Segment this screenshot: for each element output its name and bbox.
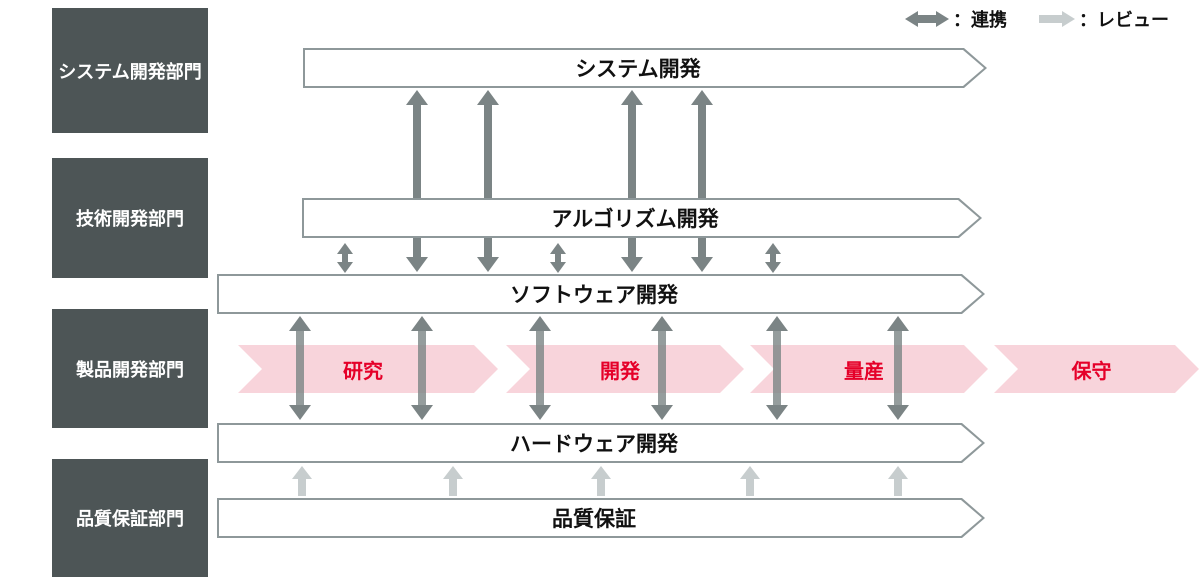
bar-label: システム開発 xyxy=(575,58,701,81)
phase-label: 保守 xyxy=(1071,360,1112,383)
phase-maintenance: 保守 xyxy=(994,345,1199,393)
collaboration-arrow xyxy=(765,243,781,273)
phase-mass-production: 量産 xyxy=(750,345,988,393)
collaboration-arrow xyxy=(621,90,643,272)
phase-label: 開発 xyxy=(600,360,640,383)
review-arrow xyxy=(443,466,463,496)
phase-label: 研究 xyxy=(343,360,383,383)
bar-label: 品質保証 xyxy=(552,508,636,531)
dept-label: 製品開発部門 xyxy=(76,359,184,380)
collaboration-arrow xyxy=(406,90,428,272)
bar-algorithm-development: アルゴリズム開発 xyxy=(302,198,982,238)
legend: ：連携 ：レビュー xyxy=(905,6,1169,32)
phase-development: 開発 xyxy=(506,345,744,393)
bar-fill xyxy=(305,50,985,86)
bar-system-development: システム開発 xyxy=(303,48,987,88)
collaboration-arrow xyxy=(651,316,673,420)
review-arrow xyxy=(740,466,760,496)
bar-label: ソフトウェア開発 xyxy=(510,284,678,307)
dept-product-development: 製品開発部門 xyxy=(52,309,208,428)
bar-fill xyxy=(304,200,980,236)
dept-quality-assurance: 品質保証部門 xyxy=(52,459,208,577)
legend-collaboration-label: ：連携 xyxy=(953,10,1007,30)
bar-fill xyxy=(219,276,983,312)
legend-review: ：レビュー xyxy=(1037,6,1169,32)
review-arrow-icon xyxy=(1037,11,1075,27)
phase-label: 量産 xyxy=(844,360,884,383)
collaboration-arrow xyxy=(289,316,311,420)
dept-label: 技術開発部門 xyxy=(76,209,184,229)
collaboration-arrow xyxy=(477,90,499,272)
bar-fill xyxy=(219,425,983,461)
dept-system-development: システム開発部門 xyxy=(52,8,208,133)
collaboration-arrow xyxy=(550,243,566,273)
collaboration-arrow xyxy=(691,90,713,272)
dept-technology-development: 技術開発部門 xyxy=(52,158,208,278)
collaboration-arrow xyxy=(529,316,551,420)
bar-fill xyxy=(219,500,983,536)
collaboration-arrow xyxy=(411,316,433,420)
review-arrow xyxy=(591,466,611,496)
bar-quality-assurance: 品質保証 xyxy=(217,498,985,538)
bar-software-development: ソフトウェア開発 xyxy=(217,274,985,314)
bar-label: ハードウェア開発 xyxy=(510,433,678,456)
collaboration-arrow xyxy=(766,316,788,420)
review-arrow xyxy=(292,466,312,496)
phase-research: 研究 xyxy=(238,345,498,393)
legend-review-label: ：レビュー xyxy=(1079,10,1169,30)
review-arrow xyxy=(888,466,908,496)
bar-hardware-development: ハードウェア開発 xyxy=(217,423,985,463)
bar-label: アルゴリズム開発 xyxy=(551,208,719,231)
dept-label: 品質保証部門 xyxy=(76,509,184,529)
collaboration-arrow-icon xyxy=(905,11,949,27)
dept-label: システム開発部門 xyxy=(58,61,202,82)
collaboration-arrow xyxy=(337,243,353,273)
legend-collaboration: ：連携 xyxy=(905,6,1007,32)
collaboration-arrow xyxy=(887,316,909,420)
